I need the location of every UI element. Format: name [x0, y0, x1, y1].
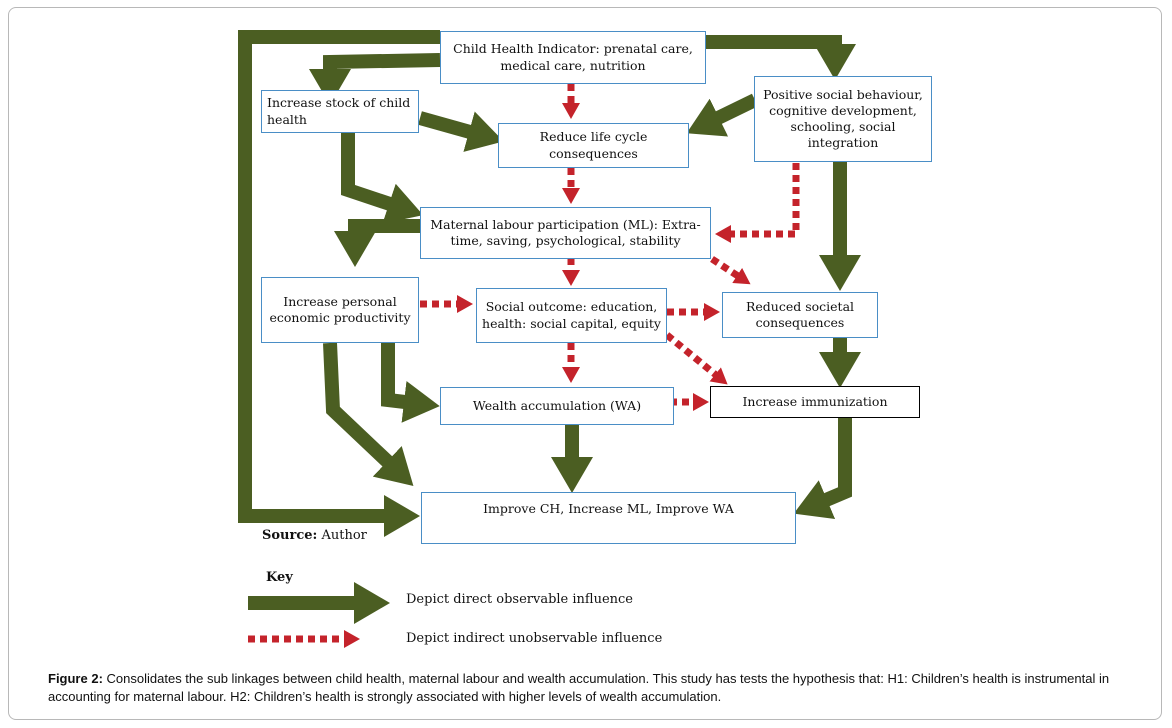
arrow-stock-to-ml: [341, 133, 424, 224]
arrow-positive-to-reduce: [686, 93, 759, 137]
arrow-immunization-to-improve: [793, 418, 852, 519]
key-direct-label: Depict direct observable influence: [406, 592, 633, 607]
node-reduce-life-cycle: Reduce life cycle consequences: [498, 123, 689, 168]
source-value: Author: [321, 528, 367, 543]
arrow-ml-to-reduced: [710, 256, 751, 285]
caption-label: Figure 2:: [48, 671, 103, 686]
arrow-ml-to-productivity: [334, 219, 420, 267]
arrow-stock-to-reduce: [418, 111, 504, 152]
arrow-productivity-to-improve: [323, 342, 414, 487]
key-title: Key: [266, 570, 293, 585]
node-increase-stock: Increase stock of child health: [261, 90, 419, 133]
node-maternal-labour: Maternal labour participation (ML): Extr…: [420, 207, 711, 259]
node-reduced-societal: Reduced societal consequences: [722, 292, 878, 338]
arrow-chi-to-positive: [706, 35, 856, 80]
source-label: Source:: [262, 528, 318, 543]
node-increase-productivity: Increase personal economic productivity: [261, 277, 419, 343]
node-wealth-accumulation: Wealth accumulation (WA): [440, 387, 674, 425]
source-note: Source: Author: [262, 528, 367, 543]
node-increase-immunization: Increase immunization: [710, 386, 920, 418]
figure-caption: Figure 2: Consolidates the sub linkages …: [48, 670, 1133, 706]
arrow-chi-to-stock: [309, 53, 441, 105]
caption-text: Consolidates the sub linkages between ch…: [48, 671, 1110, 705]
arrow-productivity-to-wa: [381, 343, 440, 423]
node-social-outcome: Social outcome: education, health: socia…: [476, 288, 667, 343]
arrow-social-to-immunization: [664, 332, 728, 385]
node-positive-social: Positive social behaviour, cognitive dev…: [754, 76, 932, 162]
arrow-chi-to-improve: [238, 30, 440, 537]
arrow-positive-to-ml: [715, 163, 800, 243]
key-indirect-label: Depict indirect unobservable influence: [406, 631, 663, 646]
node-child-health-indicator: Child Health Indicator: prenatal care, m…: [440, 31, 706, 84]
node-improve: Improve CH, Increase ML, Improve WA: [421, 492, 796, 544]
